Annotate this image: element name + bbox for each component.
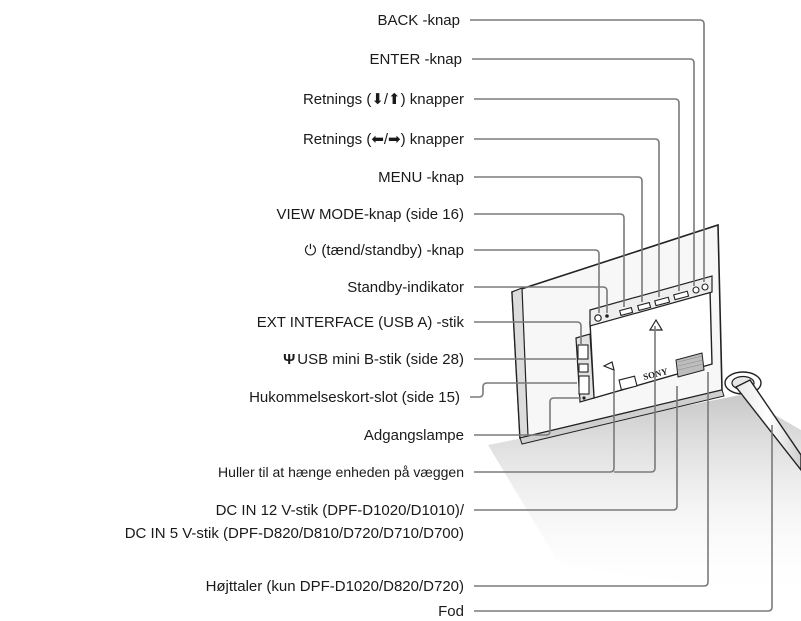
view-mode-button-shape	[619, 306, 634, 317]
callout-labels: BACK -knap ENTER -knap Retnings (⬇/⬆) kn…	[125, 12, 465, 620]
label-memory-card-slot: Hukommelseskort-slot (side 15)	[249, 389, 460, 406]
top-buttons	[594, 283, 709, 322]
label-stand: Fod	[438, 603, 464, 620]
usb-icon: Ψ	[283, 351, 295, 368]
label-back-button: BACK -knap	[377, 12, 460, 29]
label-wall-mount-holes: Huller til at hænge enheden på væggen	[218, 464, 464, 480]
power-button-shape	[594, 314, 602, 322]
enter-button-shape	[692, 286, 700, 294]
left-right-buttons-shape	[654, 296, 671, 307]
floor-shadow	[488, 395, 801, 600]
label-direction-left-right-buttons: Retnings (⬅/➡) knapper	[303, 131, 464, 148]
label-standby-indicator: Standby-indikator	[347, 279, 464, 296]
standby-led-shape	[605, 314, 609, 318]
card-slot-shape	[578, 375, 590, 395]
label-dc-in-jack-line1: DC IN 12 V-stik (DPF-D1020/D1010)/	[216, 502, 465, 519]
speaker-grille	[675, 352, 705, 378]
label-power-standby-button: ⏻(tænd/standby) -knap	[305, 242, 464, 259]
wall-hole-upper	[648, 318, 664, 331]
dc-in-jack-shape	[618, 375, 638, 391]
label-view-mode-button: VIEW MODE-knap (side 16)	[276, 206, 464, 223]
label-access-lamp: Adgangslampe	[364, 427, 464, 444]
label-speaker: Højttaler (kun DPF-D1020/D820/D720)	[206, 578, 464, 595]
power-icon: ⏻	[305, 242, 317, 259]
leader-lines	[470, 19, 773, 612]
label-menu-button: MENU -knap	[378, 169, 464, 186]
label-direction-up-down-buttons: Retnings (⬇/⬆) knapper	[303, 91, 464, 108]
label-enter-button: ENTER -knap	[369, 51, 462, 68]
usb-a-jack-shape	[577, 344, 589, 360]
photo-frame-illustration: SONY	[488, 223, 801, 600]
menu-button-shape	[637, 301, 652, 312]
label-ext-interface-jack: EXT INTERFACE (USB A) -stik	[257, 314, 465, 331]
up-down-buttons-shape	[673, 290, 690, 301]
label-dc-in-jack-line2: DC IN 5 V-stik (DPF-D820/D810/D720/D710/…	[125, 525, 464, 542]
wall-hole-lower	[602, 361, 615, 371]
usb-mini-jack-shape	[578, 363, 589, 373]
stand-illustration	[724, 371, 801, 472]
back-button-shape	[701, 283, 709, 291]
access-lamp-shape	[582, 396, 586, 400]
leader-back	[470, 19, 705, 282]
